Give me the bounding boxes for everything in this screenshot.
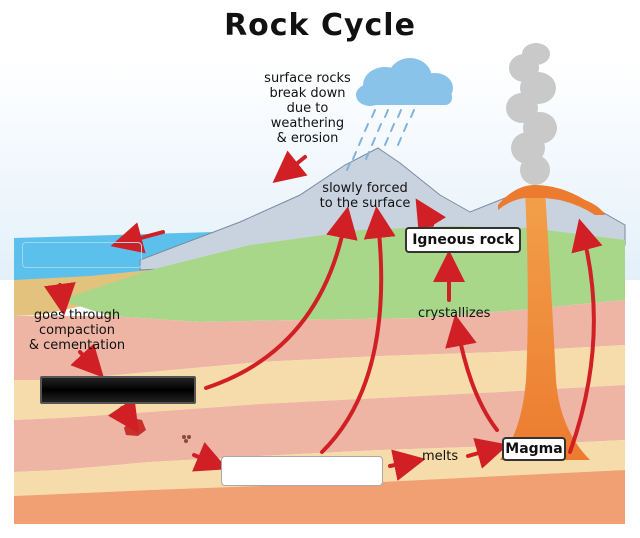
arrow-weathering xyxy=(272,150,308,183)
arrow-igneous-up xyxy=(415,198,447,235)
pebbles-icon xyxy=(182,435,191,443)
arrow-sedimentary-down xyxy=(107,397,139,434)
label-compaction: goes through compaction & cementation xyxy=(14,308,140,353)
arrow-magma-to-crystal xyxy=(445,314,499,432)
label-weathering-line: surface rocks xyxy=(264,71,351,86)
magma-floor xyxy=(14,470,625,524)
label-compaction-line: goes through xyxy=(33,308,121,323)
diagram-title: Rock Cycle xyxy=(224,8,416,43)
arrow-magma-right-up xyxy=(568,218,603,454)
arrow-to-sedimentary xyxy=(70,343,104,378)
arrow-melts-to-magma xyxy=(466,437,509,469)
lava-flow xyxy=(498,185,605,215)
label-forced-line: to the surface xyxy=(319,196,411,211)
box-magma: Magma xyxy=(502,437,566,461)
blank-water-label xyxy=(22,242,142,268)
label-weathering-line: break down xyxy=(269,86,346,101)
smoke-icon xyxy=(506,43,557,185)
label-weathering-line: & erosion xyxy=(276,131,339,146)
label-weathering-line: due to xyxy=(286,101,329,116)
label-melts: melts xyxy=(422,449,459,464)
arrow-to-metamorphic xyxy=(192,442,228,472)
box-igneous-rock: Igneous rock xyxy=(405,227,521,253)
sea xyxy=(14,232,215,282)
rain-icon xyxy=(346,109,415,171)
label-weathering: surface rocks break down due to weatheri… xyxy=(250,71,365,146)
blank-metamorphic-rock xyxy=(221,456,383,486)
label-compaction-line: & cementation xyxy=(28,338,126,353)
label-forced-surface: slowly forced to the surface xyxy=(310,181,420,211)
label-forced-line: slowly forced xyxy=(322,181,408,196)
arrow-to-compaction xyxy=(44,282,76,316)
cloud-icon xyxy=(356,58,453,106)
arrow-melts-start xyxy=(388,449,426,481)
label-weathering-line: weathering xyxy=(270,116,345,131)
label-crystallizes: crystallizes xyxy=(418,306,491,321)
rock-layer-pink-2 xyxy=(14,385,625,472)
magma-chamber xyxy=(500,190,590,460)
blank-sedimentary-rock xyxy=(40,376,196,404)
arrow-sedimentary-up xyxy=(204,206,358,390)
arrow-metamorphic-up xyxy=(320,206,396,454)
arrow-to-sea xyxy=(110,222,165,254)
label-compaction-line: compaction xyxy=(38,323,116,338)
cycle-arrows xyxy=(44,150,603,481)
